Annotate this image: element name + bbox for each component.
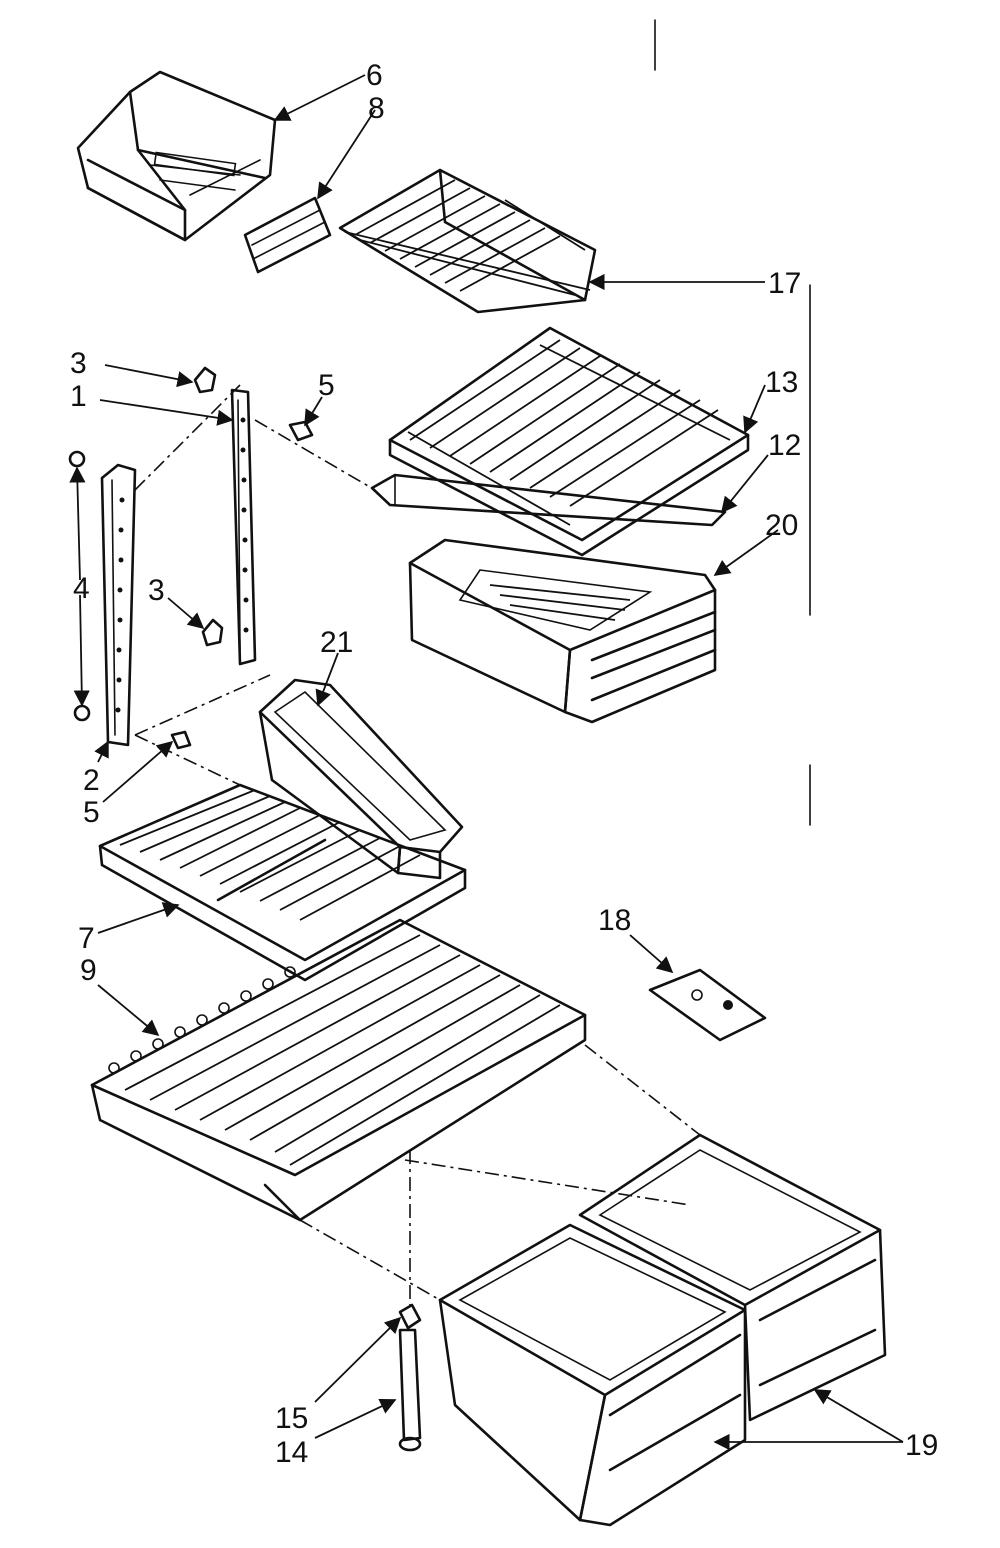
leader-lines	[69, 74, 904, 1451]
callout-5-lower: 5	[83, 796, 100, 829]
callout-7: 7	[78, 922, 95, 955]
part-wire-shelf-top	[338, 168, 597, 314]
scan-marks	[654, 19, 811, 826]
callout-4: 4	[73, 572, 90, 605]
part-shelf-rail-right	[230, 388, 257, 666]
callout-18: 18	[598, 904, 631, 937]
assembly-lines	[134, 384, 701, 1312]
part-roller	[398, 1328, 422, 1452]
callout-14: 14	[275, 1436, 308, 1469]
callout-13: 13	[765, 366, 798, 399]
part-bracket	[648, 968, 767, 1042]
part-shelf-rail-left	[100, 463, 137, 747]
part-shelf-middle	[98, 783, 467, 982]
part-screw-top	[68, 450, 86, 468]
callout-2: 2	[83, 764, 100, 797]
part-crisper-drawer-left	[438, 1223, 747, 1527]
part-shelf-lower	[90, 918, 587, 1222]
callouts: 6 8 17 3 1 5 13 12 20 4 3 21 2 5 7 9 18 …	[70, 59, 938, 1469]
callout-8: 8	[368, 92, 385, 125]
part-retainer-bar	[243, 196, 332, 274]
callout-5-upper: 5	[318, 369, 335, 402]
callout-20: 20	[765, 509, 798, 542]
callout-15: 15	[275, 1402, 308, 1435]
callout-3-upper: 3	[70, 347, 87, 380]
part-door-bin	[76, 70, 277, 242]
part-clip-lower	[201, 618, 224, 647]
callout-17: 17	[768, 267, 801, 300]
callout-9: 9	[80, 954, 97, 987]
part-meat-pan	[408, 538, 717, 724]
callout-6: 6	[366, 59, 383, 92]
part-shelf-glass	[388, 326, 750, 557]
callout-1: 1	[70, 380, 87, 413]
callout-21: 21	[320, 626, 353, 659]
callout-12: 12	[768, 429, 801, 462]
part-spacer	[398, 1303, 422, 1330]
part-screw-bottom	[73, 704, 91, 722]
part-pin-lower	[170, 730, 192, 750]
part-clip-upper	[193, 366, 217, 394]
part-crisper-drawer-right	[578, 1133, 887, 1422]
callout-19: 19	[905, 1429, 938, 1462]
part-pin-upper	[288, 420, 314, 442]
callout-3-lower: 3	[148, 574, 165, 607]
part-shelf-frame	[370, 473, 727, 527]
